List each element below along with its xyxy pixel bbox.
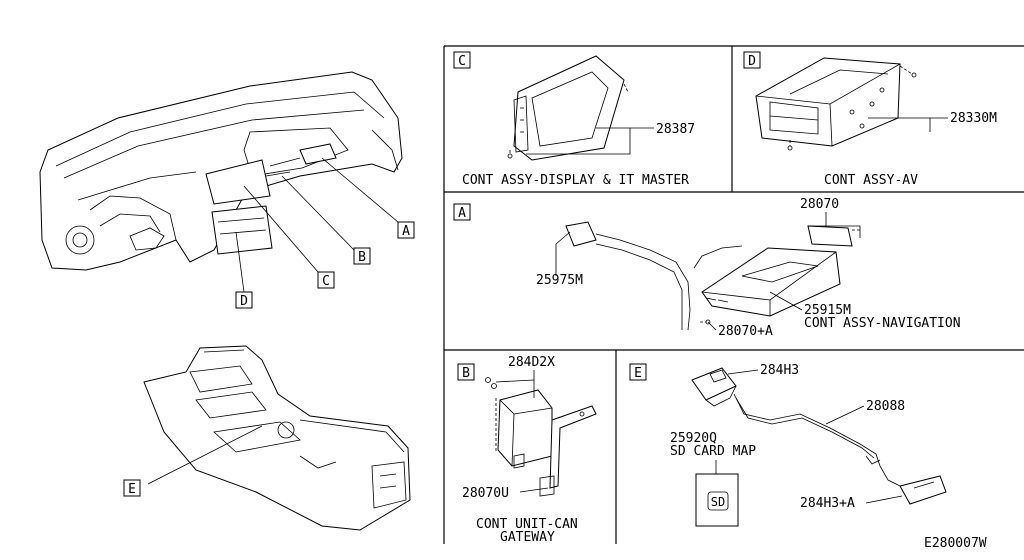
part-28070-a: 28070+A [718,324,773,339]
panel-b-tag: B [462,366,470,381]
sd-card-map-name: SD CARD MAP [670,444,756,459]
leader-284d2x-branch [495,379,535,383]
panel-d-tag-box [743,51,761,69]
part-25915m: 25915M [804,303,851,318]
panel-d: D 28330M CONT ASSY-AV [743,51,997,188]
leader-28387 [526,127,631,155]
leader-28088 [825,405,865,425]
av-unit [755,57,917,151]
part-25975m: 25975M [536,273,583,288]
panel-b-caption-line1: CONT UNIT-CAN [476,517,578,532]
panel-c-caption: CONT ASSY-DISPLAY & IT MASTER [462,173,689,188]
leader-28070u [519,487,549,493]
panel-dividers [443,45,1024,544]
sd-card-label: SD [711,495,725,509]
dashboard-illustration [39,71,403,271]
callout-d[interactable]: D [235,291,253,309]
callout-e[interactable]: E [123,479,141,497]
callout-c-label: C [322,274,330,289]
sd-card-icon: SD [695,473,739,527]
console-illustration [143,345,411,531]
panel-c-tag-box [453,51,471,69]
navigation-unit [565,221,860,331]
panel-d-caption: CONT ASSY-AV [824,173,918,188]
panel-b-tag-box [457,363,475,381]
part-28330m: 28330M [950,111,997,126]
leader-284h3 [727,369,759,375]
leader-25975m [555,231,571,276]
display-unit [507,55,629,161]
part-25920q: 25920Q [670,431,717,446]
panel-e-tag-box [629,363,647,381]
can-gateway-unit [485,377,597,497]
panel-c: C 28387 CONT ASSY-DISPLAY & IT MASTER [453,51,695,188]
callout-b-label: B [358,250,366,265]
diagram-code: E280007W [924,536,987,551]
part-28070: 28070 [800,197,839,212]
callout-d-label: D [240,294,248,309]
callout-a[interactable]: A [397,221,415,239]
panel-e-tag: E [634,366,642,381]
panel-a: A 28070 25975M 25915M CONT ASSY-NAVIGATI… [453,197,961,339]
leader-28070-a [707,321,717,331]
leader-28070 [825,212,861,238]
part-28387: 28387 [656,122,695,137]
callout-e-label: E [128,482,136,497]
panel-c-tag: C [458,54,466,69]
callout-b[interactable]: B [353,247,371,265]
part-28088: 28088 [866,399,905,414]
console-leader [147,425,263,485]
panel-e: E 284H3 28088 284H3+A 25920Q SD CARD MAP… [629,363,947,527]
panel-b-caption-line2: GATEWAY [500,530,555,545]
leader-284h3-a [865,495,903,504]
panel-b: B 284D2X 28070U CONT UNIT-CAN GATEWAY [457,355,597,545]
part-284h3: 284H3 [760,363,799,378]
part-284d2x: 284D2X [508,355,555,370]
usb-harness [691,367,947,505]
callout-a-label: A [402,224,410,239]
callout-c[interactable]: C [317,271,335,289]
part-28070u: 28070U [462,486,509,501]
part-284h3-a: 284H3+A [800,496,855,511]
panel-a-tag-box [453,203,471,221]
leader-25915m [769,291,803,311]
panel-a-tag: A [458,206,466,221]
dashboard-leaders [235,157,399,293]
panel-a-caption: CONT ASSY-NAVIGATION [804,316,961,331]
panel-d-tag: D [748,54,756,69]
